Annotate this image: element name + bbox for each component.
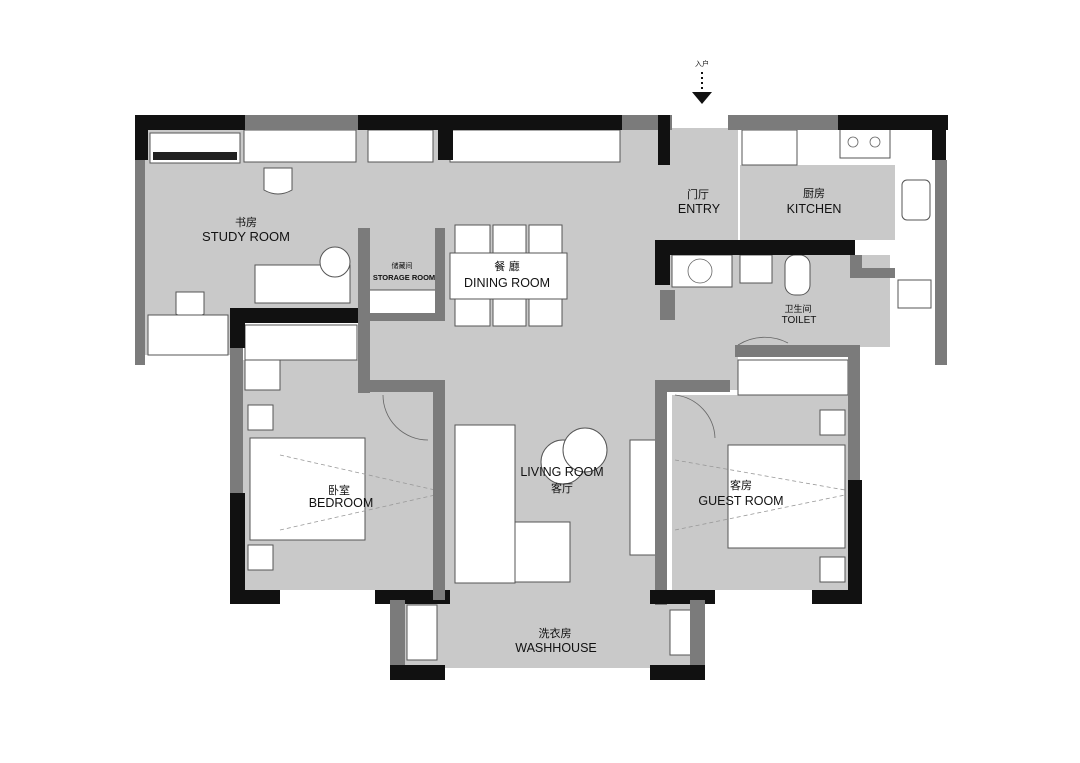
svg-text:卫生间: 卫生间 (784, 303, 811, 315)
room-labels: 书房 STUDY ROOM 储藏间 STORAGE ROOM 餐 廳 DININ… (202, 187, 841, 655)
washhouse-label: WASHHOUSE (515, 641, 597, 655)
toilet-label: TOILET (782, 315, 817, 326)
storage-label: STORAGE ROOM (373, 273, 435, 282)
stove (839, 127, 891, 159)
bedroom-label: BEDROOM (309, 496, 374, 510)
cabinet (243, 129, 357, 163)
sink (901, 179, 931, 221)
tv-cabinet (629, 439, 659, 556)
guest-room-label: GUEST ROOM (698, 494, 783, 508)
study-label: STUDY ROOM (202, 229, 290, 244)
sofa (454, 424, 516, 584)
washhouse-floor (405, 600, 690, 668)
guest-bed (727, 444, 846, 549)
arrow-down-icon (692, 92, 712, 104)
living-label: LIVING ROOM (520, 465, 603, 479)
svg-text:卧室: 卧室 (328, 483, 350, 497)
fridge (741, 129, 798, 166)
kitchen-label: KITCHEN (787, 202, 842, 216)
svg-text:餐 廳: 餐 廳 (494, 259, 520, 273)
fixtures (147, 127, 932, 661)
svg-text:客厅: 客厅 (551, 481, 573, 495)
svg-text:储藏间: 储藏间 (392, 261, 413, 270)
floors (145, 128, 895, 668)
walls (135, 115, 948, 680)
svg-text:入户: 入户 (695, 59, 709, 68)
entry-label: ENTRY (678, 202, 721, 216)
svg-text:厨房: 厨房 (803, 187, 825, 200)
kitchen-island (740, 165, 895, 240)
chair (263, 167, 293, 195)
svg-text:洗衣房: 洗衣房 (539, 626, 572, 640)
dining-table (449, 252, 568, 300)
entrance-marker: 入户 (692, 59, 712, 104)
svg-text:客房: 客房 (730, 478, 752, 492)
dining-label: DINING ROOM (464, 276, 550, 290)
toilet-bowl (784, 254, 811, 296)
bed (249, 437, 366, 541)
svg-text:门厅: 门厅 (687, 187, 709, 201)
study-label-zh: 书房 (235, 216, 257, 229)
